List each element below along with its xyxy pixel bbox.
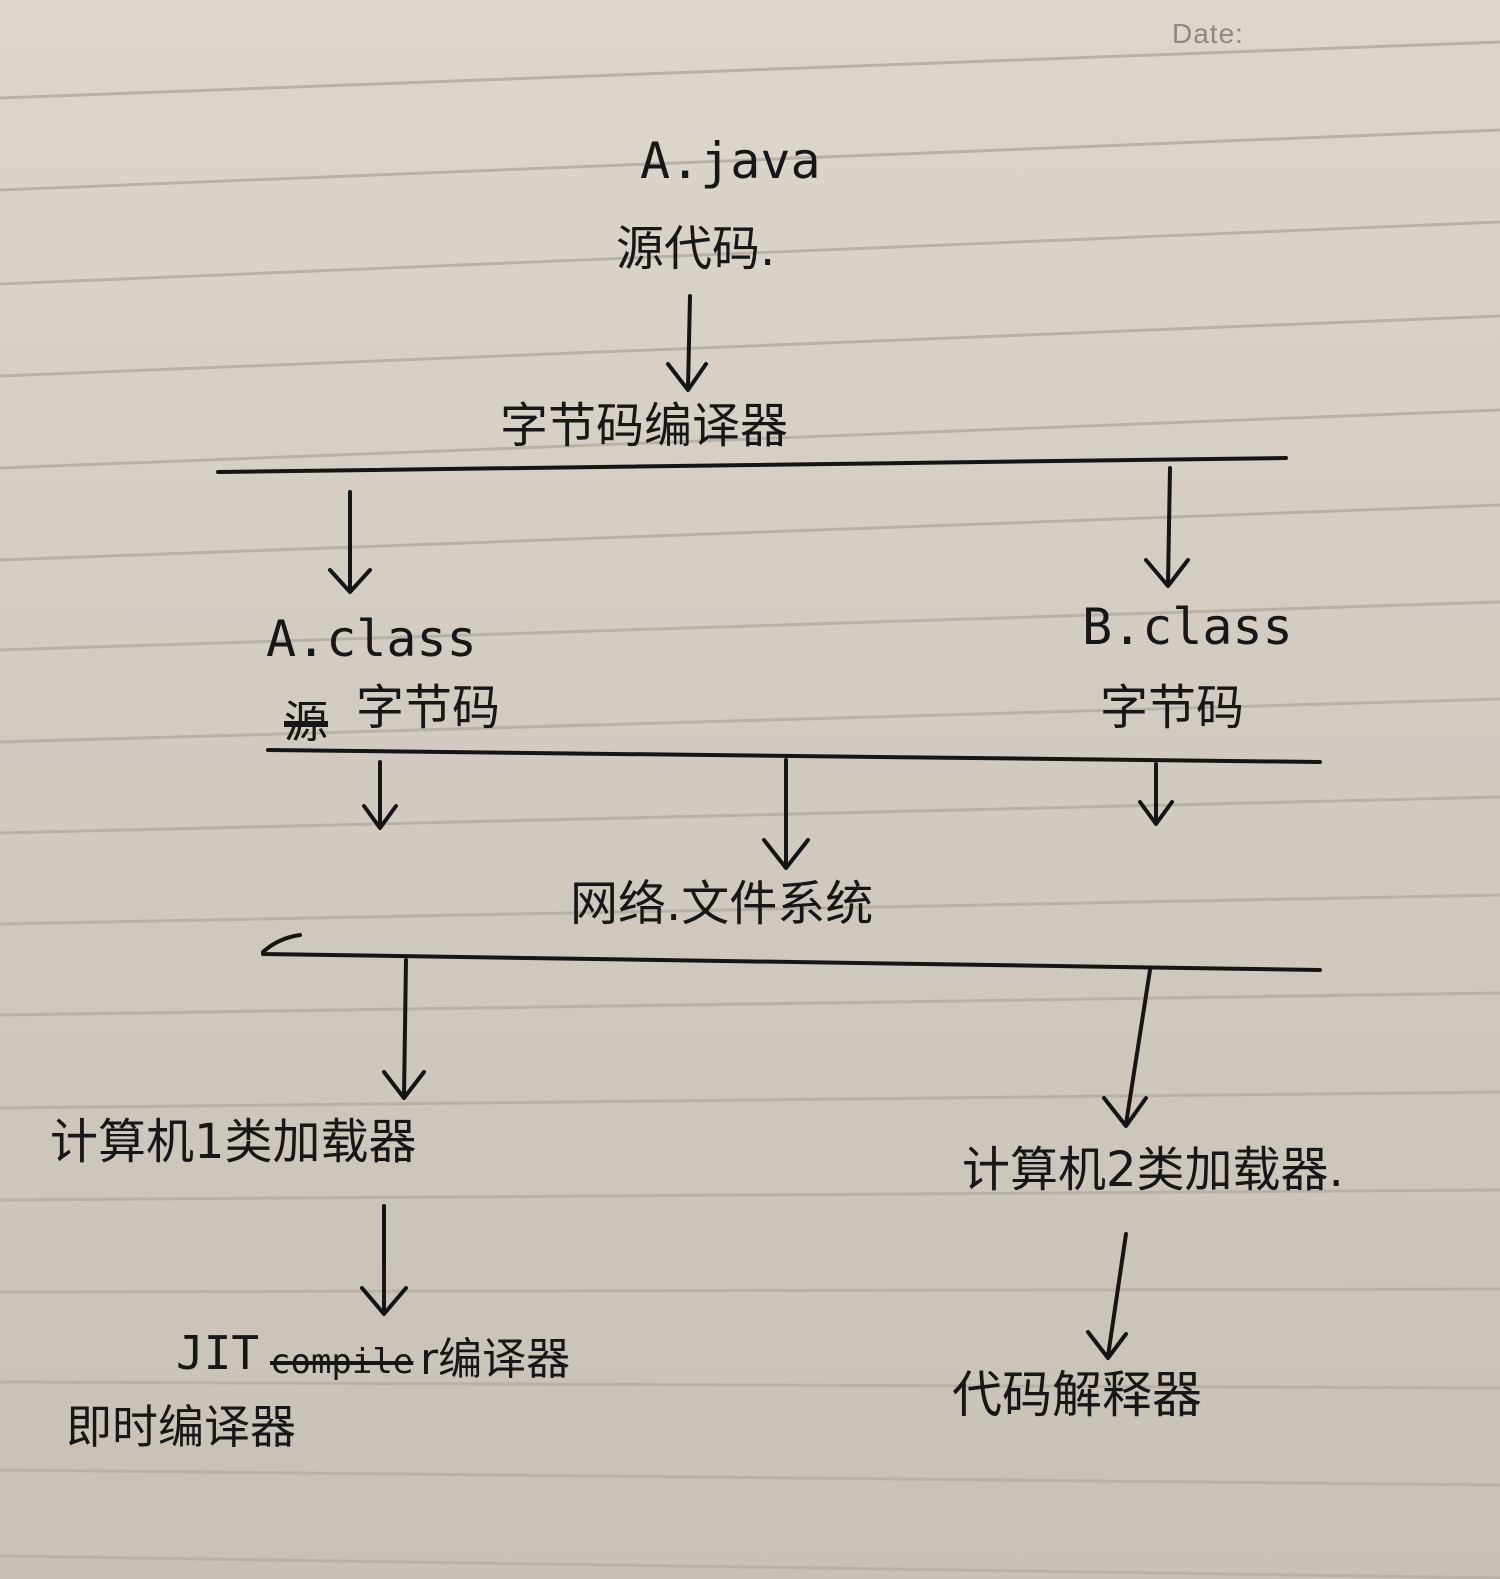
arrow-b-class-to-network [1138, 762, 1174, 826]
source-caption: 源代码. [616, 221, 776, 277]
arrow-loader-2-to-interpreter [1086, 1232, 1128, 1360]
jit-struck-word: compile [270, 1342, 414, 1382]
arrow-compiler-to-a-class [328, 490, 372, 594]
arrow-bar-to-network [762, 758, 810, 870]
bytecode-merge-bar [266, 748, 1322, 764]
network-bar [261, 933, 1322, 972]
interpreter-label: 代码解释器 [952, 1366, 1202, 1424]
a-class-caption: 字节码 [356, 680, 501, 736]
arrow-compiler-to-b-class [1144, 466, 1190, 588]
arrow-a-class-to-network [362, 760, 398, 830]
a-class-file-label: A.class [266, 610, 477, 668]
arrow-network-to-loader-2 [1102, 968, 1152, 1128]
a-class-scratched-char: 源 [284, 697, 328, 748]
jit-caption: 即时编译器 [66, 1400, 296, 1454]
b-class-file-label: B.class [1082, 598, 1293, 656]
source-file-label: A.java [640, 132, 821, 190]
compiler-label: 字节码编译器 [500, 398, 789, 454]
jit-suffix: r编译器 [420, 1334, 571, 1385]
loader-1-label: 计算机1类加载器 [50, 1114, 417, 1170]
arrow-loader-1-to-jit [360, 1204, 408, 1316]
loader-2-label: 计算机2类加载器. [962, 1142, 1344, 1198]
compiler-split-bar [216, 456, 1288, 474]
network-label: 网络.文件系统 [570, 876, 874, 932]
b-class-caption: 字节码 [1100, 680, 1245, 736]
arrow-source-to-compiler [666, 294, 708, 392]
arrow-network-to-loader-1 [382, 958, 426, 1100]
date-label: Date: [1172, 18, 1244, 49]
jit-prefix: JIT [176, 1326, 260, 1380]
